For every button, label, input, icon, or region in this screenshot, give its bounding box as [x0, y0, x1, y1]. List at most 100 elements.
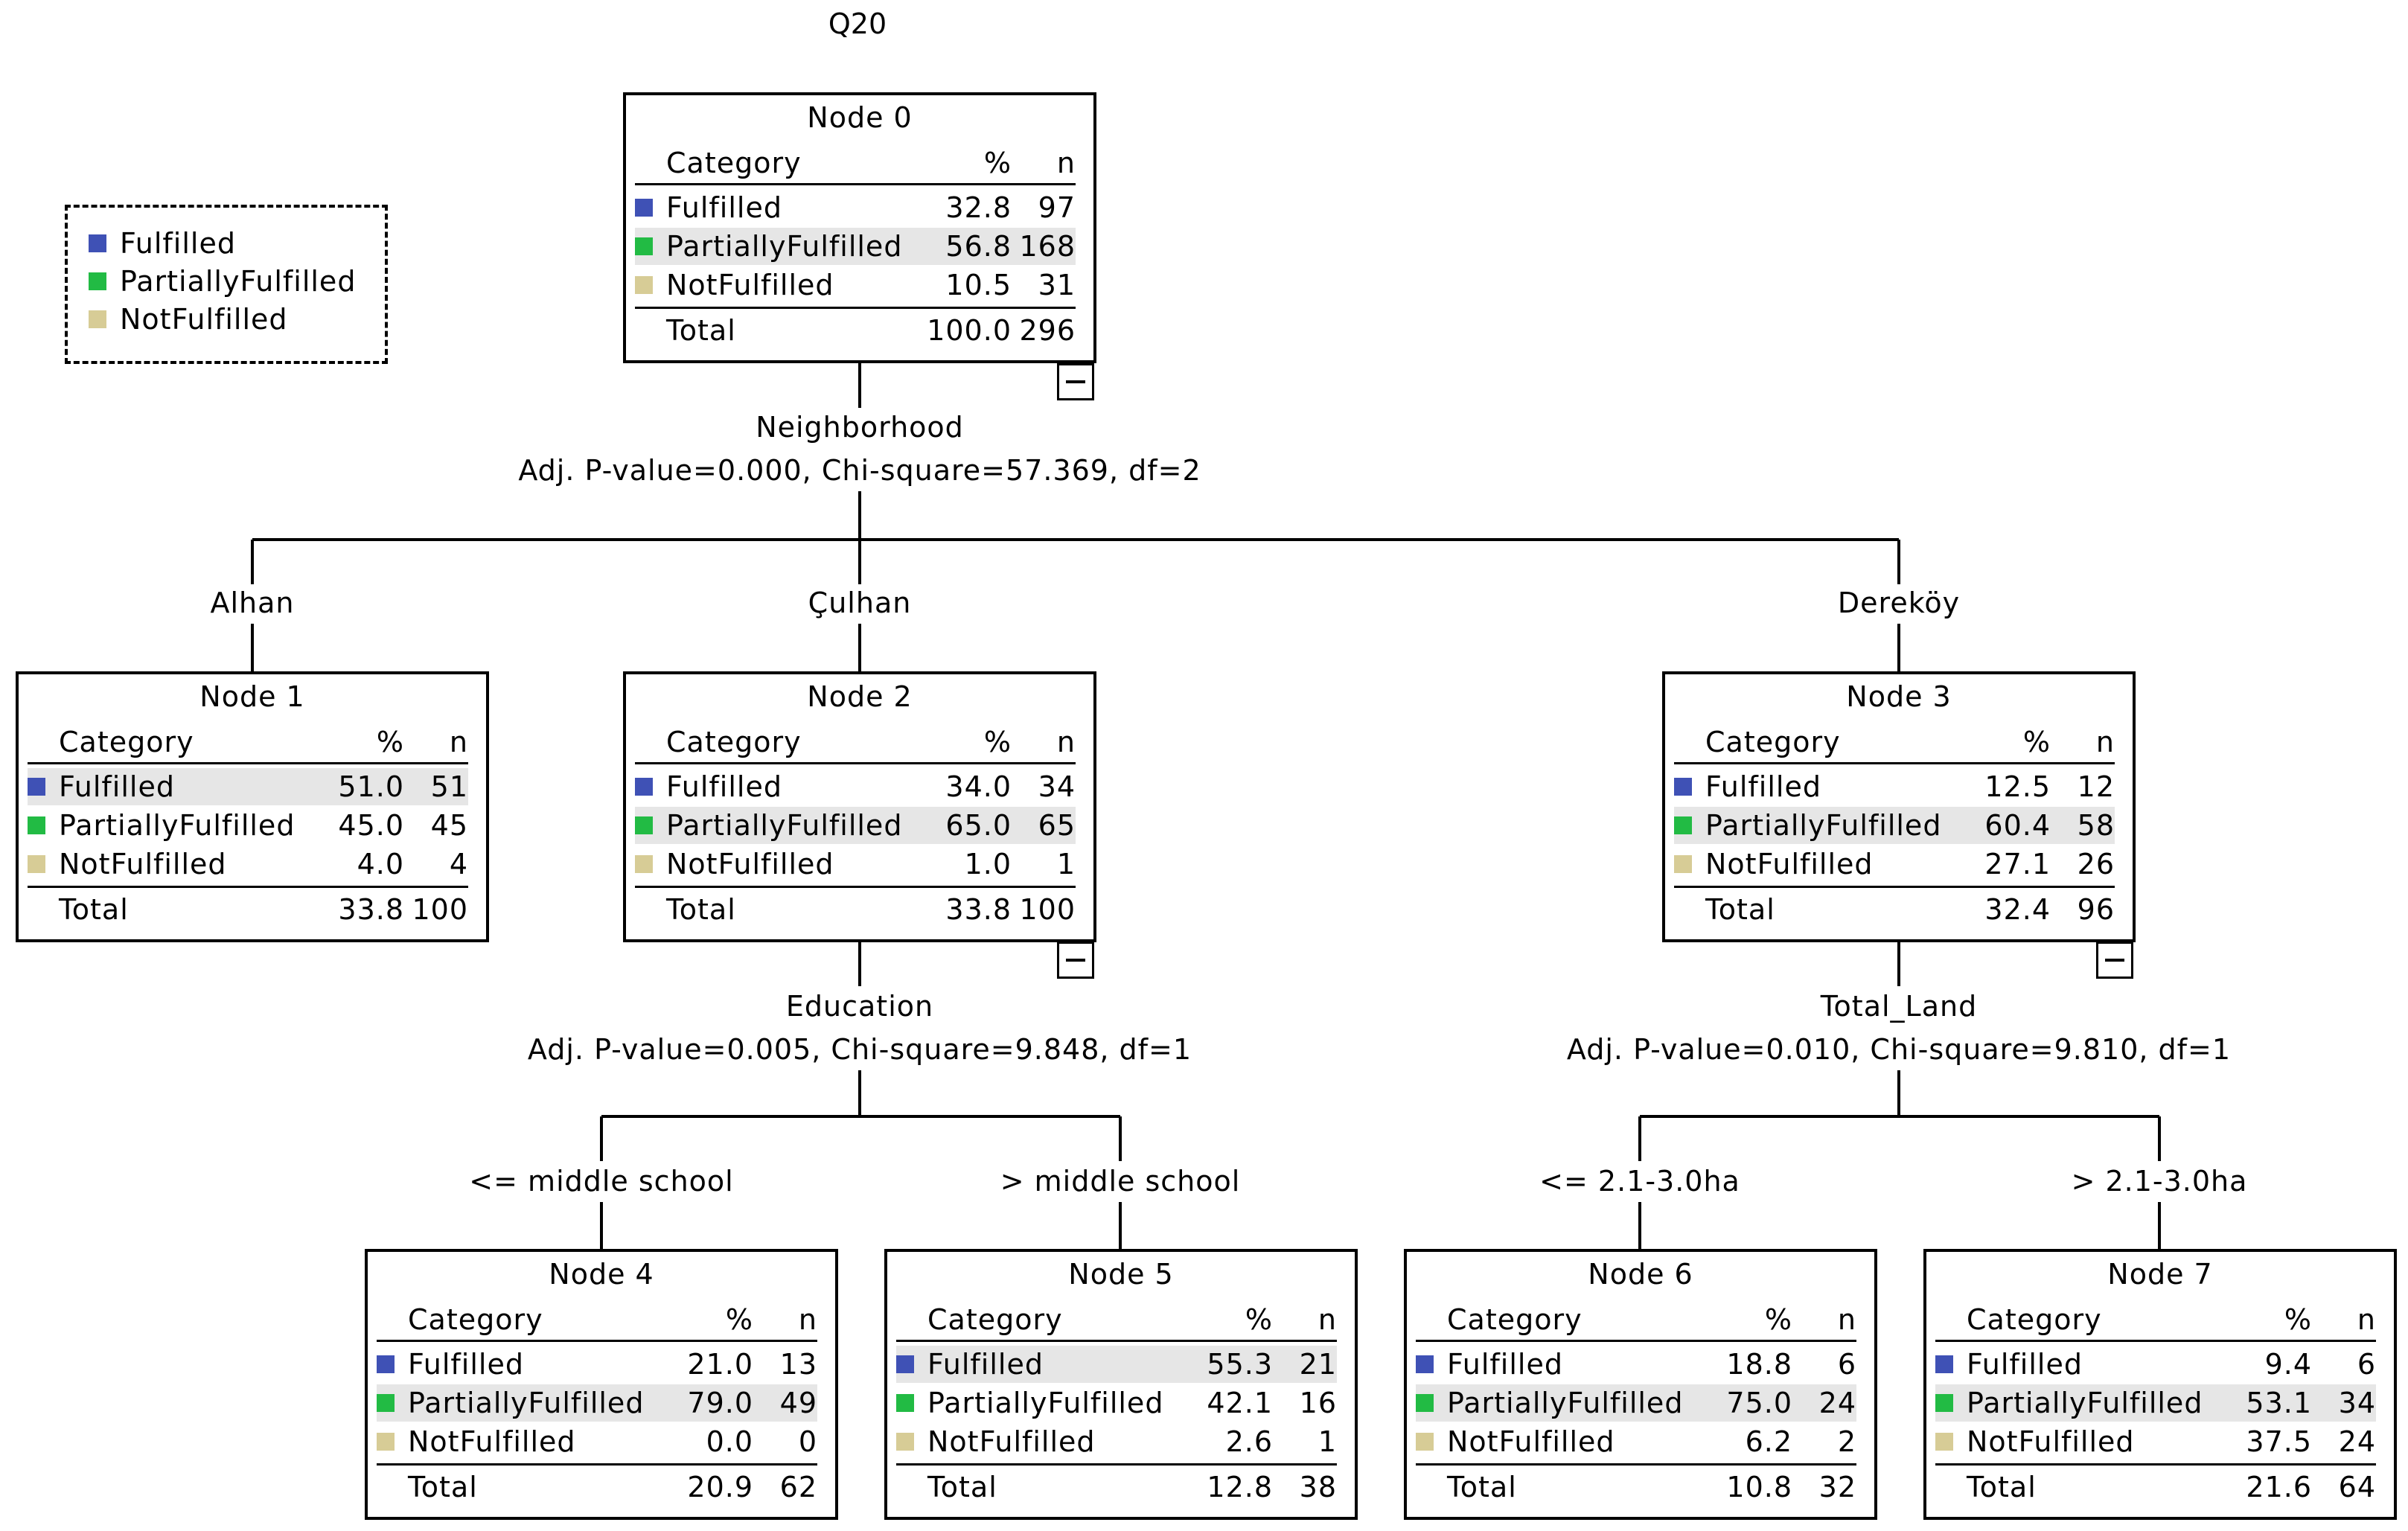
- branch-label: > 2.1-3.0ha: [2071, 1165, 2248, 1198]
- total-label: Total: [666, 314, 736, 347]
- total-rule: [635, 886, 1076, 888]
- total-label: Total: [927, 1471, 997, 1503]
- total-rule: [28, 886, 468, 888]
- category-swatch-icon: [1935, 1355, 1953, 1373]
- category-n: 6: [2357, 1348, 2376, 1381]
- category-swatch-icon: [896, 1433, 914, 1451]
- category-pct: 37.5: [2246, 1425, 2312, 1458]
- category-pct: 32.8: [945, 191, 1012, 224]
- category-swatch-icon: [1674, 855, 1692, 873]
- category-pct: 55.3: [1207, 1348, 1273, 1381]
- category-label: Fulfilled: [1967, 1348, 2083, 1381]
- category-swatch-icon: [1935, 1433, 1953, 1451]
- total-n: 96: [2077, 893, 2115, 926]
- split-stats: Adj. P-value=0.010, Chi-square=9.810, df…: [1566, 1033, 2232, 1066]
- category-n: 6: [1837, 1348, 1856, 1381]
- category-pct: 2.6: [1225, 1425, 1273, 1458]
- category-swatch-icon: [1416, 1433, 1434, 1451]
- n-header: n: [449, 726, 468, 758]
- category-header: Category: [1705, 726, 1841, 758]
- category-n: 26: [2077, 848, 2115, 880]
- category-swatch-icon: [28, 816, 45, 834]
- category-n: 168: [1019, 230, 1076, 263]
- n-header: n: [798, 1303, 817, 1336]
- category-swatch-icon: [1935, 1394, 1953, 1412]
- category-n: 21: [1299, 1348, 1337, 1381]
- category-swatch-icon: [1416, 1355, 1434, 1373]
- category-pct: 60.4: [1984, 809, 2051, 842]
- pct-header: %: [2284, 1303, 2312, 1336]
- header-rule: [635, 183, 1076, 185]
- node-3-collapse-toggle[interactable]: [2096, 942, 2133, 979]
- category-header: Category: [666, 147, 802, 179]
- category-n: 24: [1818, 1387, 1856, 1419]
- partially-fulfilled-swatch-icon: [89, 272, 106, 290]
- category-pct: 18.8: [1726, 1348, 1792, 1381]
- category-swatch-icon: [635, 199, 653, 217]
- category-swatch-icon: [635, 816, 653, 834]
- total-rule: [1674, 886, 2115, 888]
- n-header: n: [1056, 147, 1076, 179]
- node-2-collapse-toggle[interactable]: [1057, 942, 1094, 979]
- total-label: Total: [1447, 1471, 1517, 1503]
- n-header: n: [1837, 1303, 1856, 1336]
- category-n: 13: [779, 1348, 817, 1381]
- category-header: Category: [1447, 1303, 1583, 1336]
- category-swatch-icon: [635, 276, 653, 294]
- legend-label: Fulfilled: [120, 226, 236, 260]
- header-rule: [1935, 1340, 2376, 1342]
- node-title: Node 5: [1068, 1258, 1174, 1291]
- node-0-collapse-toggle[interactable]: [1057, 363, 1094, 400]
- category-pct: 21.0: [687, 1348, 753, 1381]
- category-pct: 53.1: [2246, 1387, 2312, 1419]
- not-fulfilled-swatch-icon: [89, 310, 106, 328]
- header-rule: [896, 1340, 1337, 1342]
- category-pct: 65.0: [945, 809, 1012, 842]
- category-label: NotFulfilled: [408, 1425, 576, 1458]
- category-pct: 9.4: [2264, 1348, 2312, 1381]
- category-swatch-icon: [1674, 778, 1692, 796]
- category-n: 1: [1056, 848, 1076, 880]
- category-n: 16: [1299, 1387, 1337, 1419]
- n-header: n: [1318, 1303, 1337, 1336]
- category-pct: 56.8: [945, 230, 1012, 263]
- branch-label: Dereköy: [1837, 586, 1961, 619]
- category-label: Fulfilled: [59, 770, 175, 803]
- total-n: 32: [1818, 1471, 1856, 1503]
- split-stats: Adj. P-value=0.005, Chi-square=9.848, df…: [527, 1033, 1192, 1066]
- node-title: Node 4: [549, 1258, 654, 1291]
- category-label: NotFulfilled: [666, 269, 834, 301]
- category-label: Fulfilled: [666, 191, 782, 224]
- fulfilled-swatch-icon: [89, 234, 106, 252]
- node-header-row: Category%n: [1674, 723, 2115, 761]
- n-header: n: [1056, 726, 1076, 758]
- category-header: Category: [59, 726, 194, 758]
- node-header-row: Category%n: [1416, 1301, 1856, 1338]
- category-swatch-icon: [635, 778, 653, 796]
- total-pct: 12.8: [1207, 1471, 1273, 1503]
- pct-header: %: [1245, 1303, 1273, 1336]
- category-label: NotFulfilled: [1705, 848, 1874, 880]
- header-rule: [1674, 762, 2115, 764]
